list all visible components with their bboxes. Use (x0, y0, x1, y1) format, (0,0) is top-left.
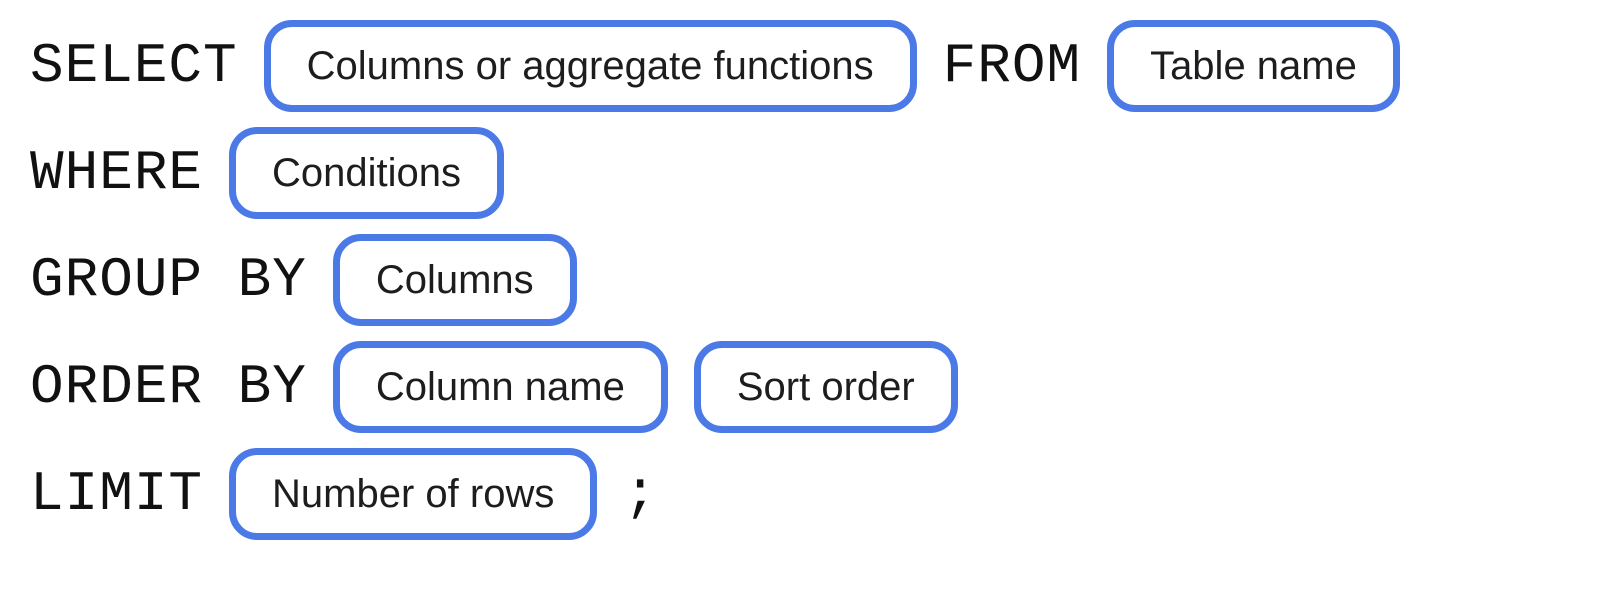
keyword-from: FROM (942, 34, 1082, 98)
sql-line-order-by: ORDER BY Column name Sort order (30, 340, 1590, 434)
sql-syntax-diagram: SELECT Columns or aggregate functions FR… (30, 19, 1590, 541)
pill-table-name: Table name (1107, 20, 1400, 112)
pill-number-of-rows: Number of rows (229, 448, 598, 540)
keyword-group-by: GROUP BY (30, 248, 307, 312)
pill-sort-order: Sort order (693, 341, 958, 433)
pill-column-name: Column name (332, 341, 668, 433)
sql-line-group-by: GROUP BY Columns (30, 233, 1590, 327)
pill-conditions: Conditions (229, 127, 505, 219)
keyword-select: SELECT (30, 34, 238, 98)
keyword-where: WHERE (30, 141, 204, 205)
sql-line-limit: LIMIT Number of rows ; (30, 447, 1590, 541)
pill-columns: Columns (332, 234, 577, 326)
keyword-semicolon: ; (623, 462, 658, 526)
keyword-order-by: ORDER BY (30, 355, 307, 419)
pill-columns-or-aggregate-functions: Columns or aggregate functions (263, 20, 917, 112)
sql-line-select: SELECT Columns or aggregate functions FR… (30, 19, 1590, 113)
keyword-limit: LIMIT (30, 462, 204, 526)
sql-line-where: WHERE Conditions (30, 126, 1590, 220)
